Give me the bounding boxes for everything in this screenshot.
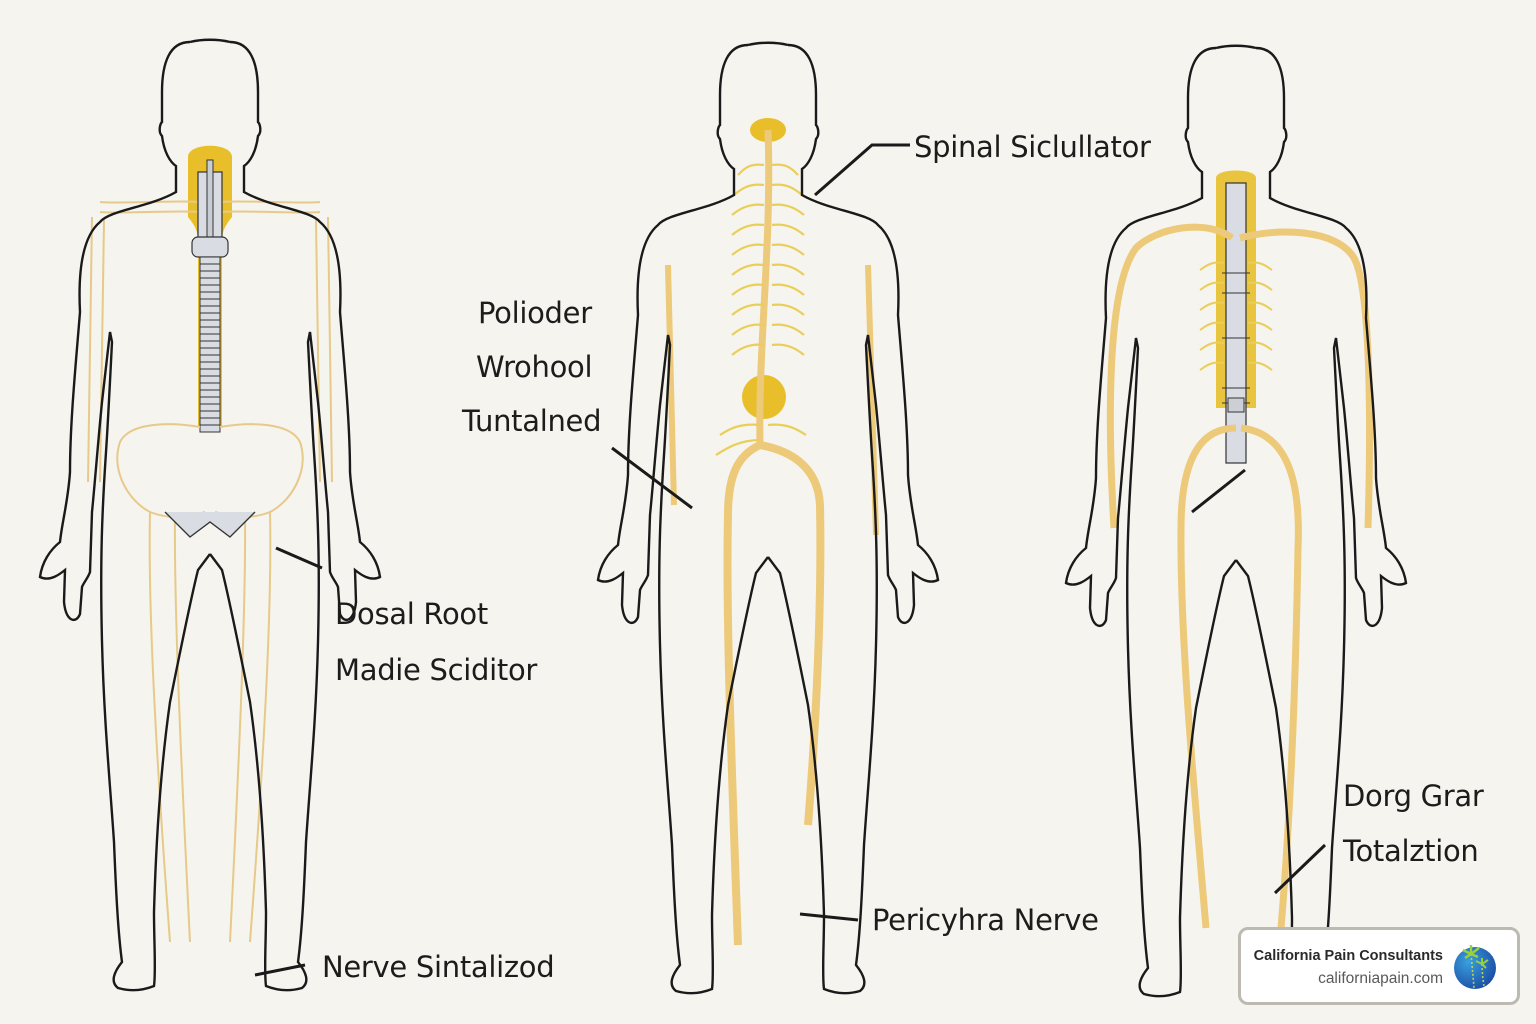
label-peripheral-nerve: Pericyhra Nerve <box>872 903 1099 937</box>
palm-tree-globe-icon <box>1454 945 1496 989</box>
label-dorsal-graft-line2: Totalztion <box>1343 834 1479 868</box>
label-poliode-line2: Wrohool <box>476 350 593 384</box>
brand-badge[interactable]: California Pain Consultants californiapa… <box>1238 927 1520 1005</box>
label-poliode-line3: Tuntalned <box>462 404 602 438</box>
figure-left <box>38 38 382 992</box>
label-dorsal-root-line2: Madie Sciditor <box>335 653 538 687</box>
brand-url[interactable]: californiapain.com <box>1318 970 1443 987</box>
label-poliode-line1: Polioder <box>478 296 592 330</box>
label-nerve-stimulated: Nerve Sintalizod <box>322 950 555 984</box>
label-dorsal-graft-line1: Dorg Grar <box>1343 779 1484 813</box>
leader-lines <box>254 143 1327 977</box>
brand-name: California Pain Consultants <box>1253 948 1443 964</box>
figure-middle <box>596 41 940 995</box>
label-dorsal-root-line1: Dosal Root <box>335 597 488 631</box>
label-spinal-stimulator: Spinal Siclullator <box>914 130 1151 164</box>
figure-right <box>1064 44 1408 998</box>
